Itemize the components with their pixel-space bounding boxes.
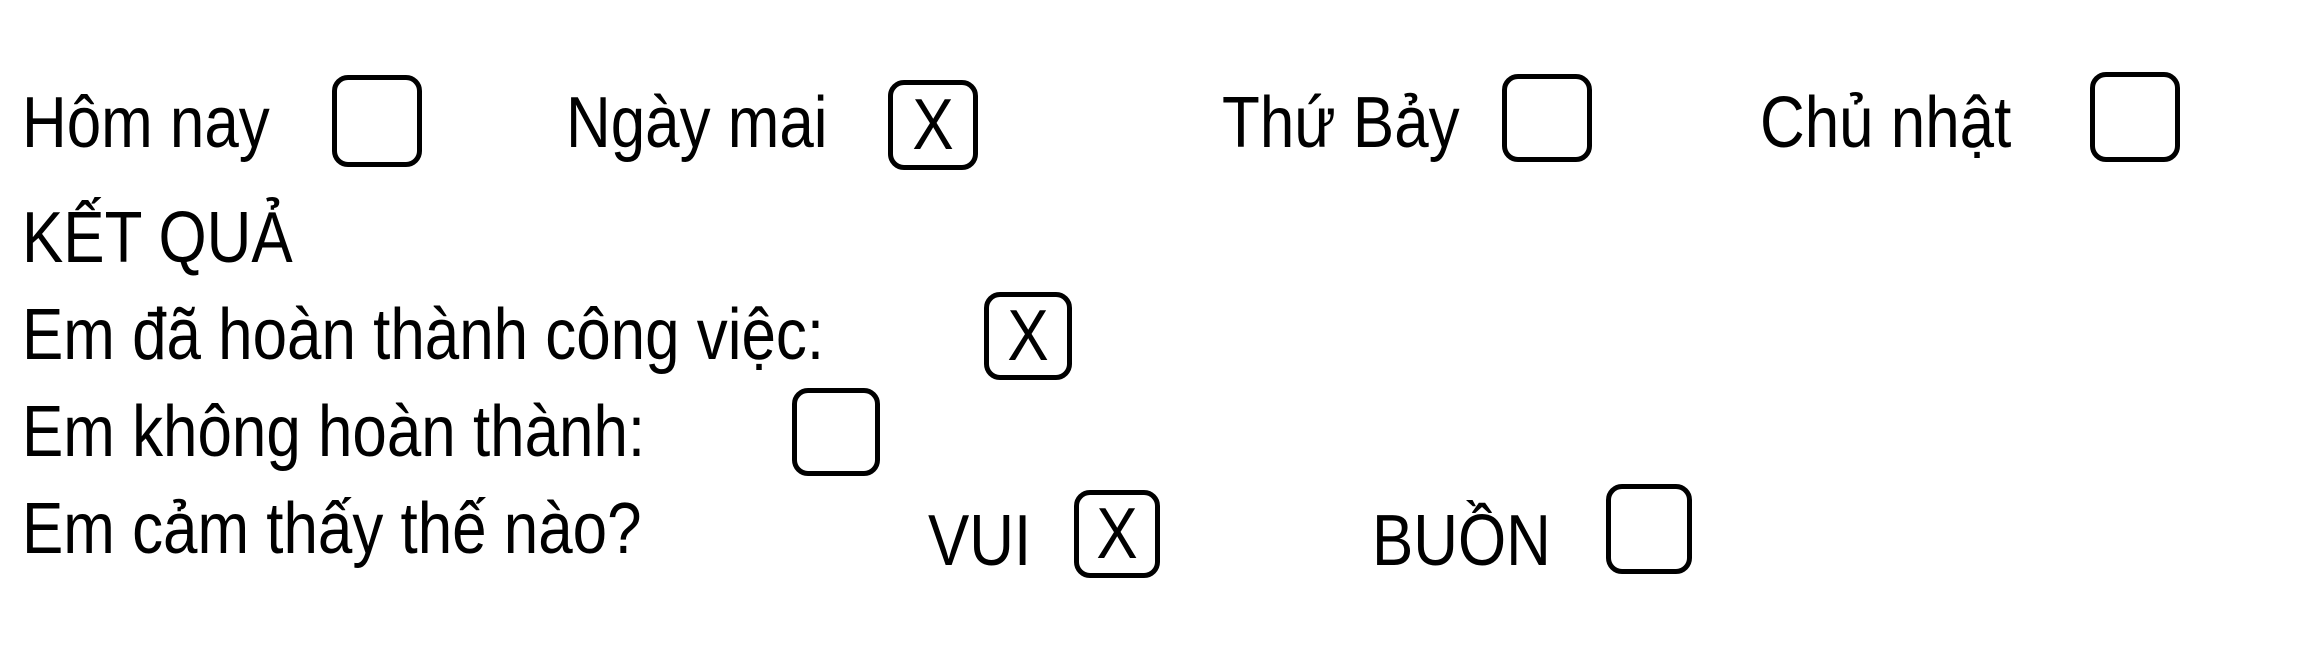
day-label-today: Hôm nay [22,83,270,163]
day-checkbox-today[interactable] [332,75,422,167]
not-completed-label: Em không hoàn thành: [22,392,646,472]
feeling-label-sad: BUỒN [1372,501,1551,581]
not-completed-checkbox[interactable] [792,388,880,476]
x-check-mark-icon: X [1096,494,1138,574]
feeling-checkbox-happy[interactable]: X [1074,490,1160,578]
day-checkbox-saturday[interactable] [1502,74,1592,162]
feeling-checkbox-sad[interactable] [1606,484,1692,574]
x-check-mark-icon: X [1007,296,1049,376]
day-label-tomorrow: Ngày mai [566,83,828,163]
day-checkbox-sunday[interactable] [2090,72,2180,162]
result-heading: KẾT QUẢ [22,198,293,278]
day-label-sunday: Chủ nhật [1760,83,2012,163]
completed-label: Em đã hoàn thành công việc: [22,295,825,375]
x-check-mark-icon: X [912,85,954,165]
completed-checkbox[interactable]: X [984,292,1072,380]
feeling-question: Em cảm thấy thế nào? [22,489,642,569]
feeling-label-happy: VUI [928,501,1032,581]
day-label-saturday: Thứ Bảy [1222,83,1460,163]
day-checkbox-tomorrow[interactable]: X [888,80,978,170]
